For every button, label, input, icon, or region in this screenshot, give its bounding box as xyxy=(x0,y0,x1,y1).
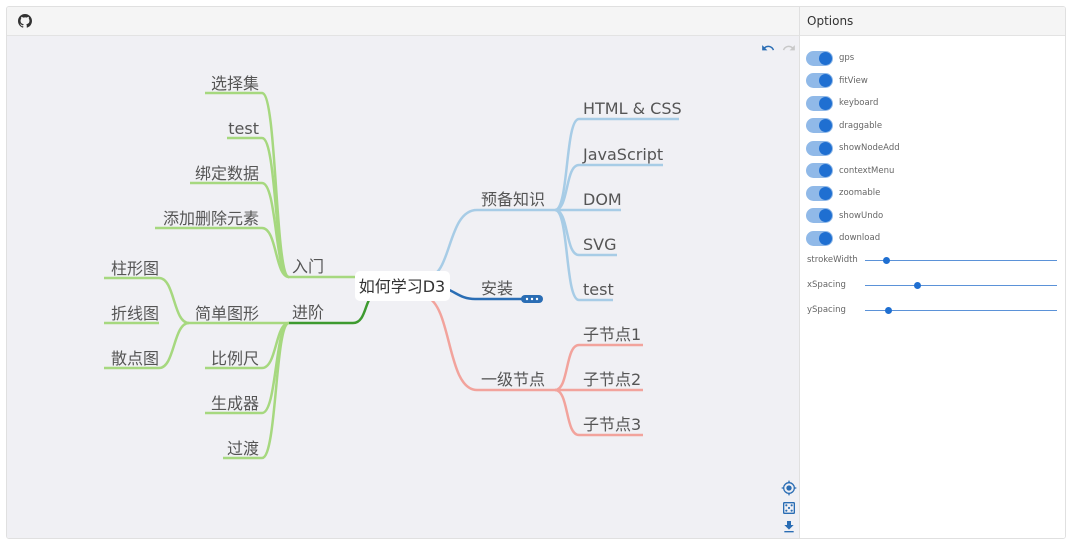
draggable-toggle[interactable] xyxy=(806,118,833,133)
toggle-knob xyxy=(819,209,832,222)
contextMenu-toggle[interactable] xyxy=(806,163,833,178)
node-install[interactable]: 安装 xyxy=(481,279,513,298)
toggle-knob xyxy=(819,231,832,245)
switch-label: contextMenu xyxy=(839,165,895,176)
collapsed-more-icon[interactable] xyxy=(521,295,543,303)
node-scatter-chart[interactable]: 散点图 xyxy=(111,349,159,368)
branch-lines-left xyxy=(104,91,373,460)
mindmap[interactable]: 如何学习D3 选择集 test 绑定数据 添加删除元素 入门 进阶 柱形图 折线… xyxy=(7,7,799,538)
branch-lines-right-red xyxy=(426,295,643,437)
node-transition[interactable]: 过渡 xyxy=(227,439,259,458)
switch-label: gps xyxy=(839,53,855,63)
node-bar-chart[interactable]: 柱形图 xyxy=(111,259,159,278)
slider-row-xSpacing: xSpacing xyxy=(807,278,1057,292)
root-node-box[interactable] xyxy=(355,271,450,301)
node-line-chart[interactable]: 折线图 xyxy=(111,304,159,323)
slider-label: ySpacing xyxy=(807,305,846,315)
switch-row-zoomable: zoomable xyxy=(806,185,880,201)
toggle-knob xyxy=(819,141,832,155)
node-simple-shapes[interactable]: 简单图形 xyxy=(195,304,259,323)
slider-row-strokeWidth: strokeWidth xyxy=(807,253,1057,267)
gps-toggle[interactable] xyxy=(806,50,833,66)
github-icon[interactable] xyxy=(18,14,32,28)
slider-thumb[interactable] xyxy=(883,256,891,264)
node-generator[interactable]: 生成器 xyxy=(211,394,259,413)
root-node[interactable]: 如何学习D3 xyxy=(359,277,446,296)
redo-icon xyxy=(782,45,795,51)
node-child3[interactable]: 子节点3 xyxy=(583,415,641,434)
node-level1[interactable]: 一级节点 xyxy=(481,370,545,389)
keyboard-toggle[interactable] xyxy=(806,95,833,111)
gps-icon[interactable] xyxy=(781,480,797,496)
fit-view-icon[interactable] xyxy=(781,500,797,516)
zoomable-toggle[interactable] xyxy=(806,185,833,201)
toggle-knob xyxy=(819,51,832,65)
switch-label: keyboard xyxy=(839,98,879,108)
node-child2[interactable]: 子节点2 xyxy=(583,370,641,389)
app-window: 如何学习D3 选择集 test 绑定数据 添加删除元素 入门 进阶 柱形图 折线… xyxy=(6,6,1066,539)
switch-row-keyboard: keyboard xyxy=(806,95,878,111)
fitView-toggle[interactable] xyxy=(806,73,833,88)
slider-label: strokeWidth xyxy=(807,255,858,265)
xSpacing-slider[interactable] xyxy=(865,281,1057,289)
toggle-knob xyxy=(819,186,832,200)
node-dom[interactable]: DOM xyxy=(583,190,622,209)
mindmap-canvas[interactable]: 如何学习D3 选择集 test 绑定数据 添加删除元素 入门 进阶 柱形图 折线… xyxy=(7,7,799,538)
node-test-left[interactable]: test xyxy=(228,119,259,138)
switch-row-showUndo: showUndo xyxy=(806,208,883,224)
switch-label: download xyxy=(839,233,881,243)
showNodeAdd-toggle[interactable] xyxy=(806,140,833,156)
node-test-right[interactable]: test xyxy=(583,280,614,299)
slider-thumb[interactable] xyxy=(913,281,921,289)
options-panel: Options gps fitView keyboard draggable showN… xyxy=(799,7,1065,538)
node-child1[interactable]: 子节点1 xyxy=(583,325,641,344)
toggle-knob xyxy=(819,164,832,177)
slider-row-ySpacing: ySpacing xyxy=(807,303,1057,317)
ySpacing-slider[interactable] xyxy=(865,306,1057,314)
switch-row-showNodeAdd: showNodeAdd xyxy=(806,140,900,156)
switch-row-gps: gps xyxy=(806,50,854,66)
download-toggle[interactable] xyxy=(806,230,833,246)
switch-label: draggable xyxy=(839,120,883,131)
switch-label: fitView xyxy=(839,75,868,86)
toggle-knob xyxy=(819,96,832,110)
node-html-css[interactable]: HTML & CSS xyxy=(583,99,682,118)
switch-label: showNodeAdd xyxy=(839,143,900,153)
options-title: Options xyxy=(800,7,1065,36)
canvas-header xyxy=(7,7,799,36)
node-prerequisites[interactable]: 预备知识 xyxy=(481,190,545,209)
node-advanced[interactable]: 进阶 xyxy=(292,303,324,322)
switch-row-contextMenu: contextMenu xyxy=(806,163,894,179)
switch-row-fitView: fitView xyxy=(806,73,868,89)
node-javascript[interactable]: JavaScript xyxy=(582,145,663,164)
node-bind-data[interactable]: 绑定数据 xyxy=(195,164,259,183)
switch-row-draggable: draggable xyxy=(806,118,882,134)
switch-row-download: download xyxy=(806,230,880,246)
node-svg[interactable]: SVG xyxy=(583,235,617,254)
strokeWidth-slider[interactable] xyxy=(865,256,1057,264)
undo-icon[interactable] xyxy=(761,41,775,55)
node-select[interactable]: 选择集 xyxy=(211,74,259,93)
toggle-knob xyxy=(819,119,832,132)
slider-label: xSpacing xyxy=(807,280,846,290)
switch-label: showUndo xyxy=(839,210,884,221)
showUndo-toggle[interactable] xyxy=(806,208,833,223)
node-intro[interactable]: 入门 xyxy=(292,257,324,276)
slider-thumb[interactable] xyxy=(885,306,893,314)
switch-label: zoomable xyxy=(839,188,881,198)
toggle-knob xyxy=(819,74,832,87)
node-add-remove[interactable]: 添加删除元素 xyxy=(163,209,259,228)
node-scale[interactable]: 比例尺 xyxy=(211,349,259,368)
download-icon[interactable] xyxy=(781,519,797,535)
